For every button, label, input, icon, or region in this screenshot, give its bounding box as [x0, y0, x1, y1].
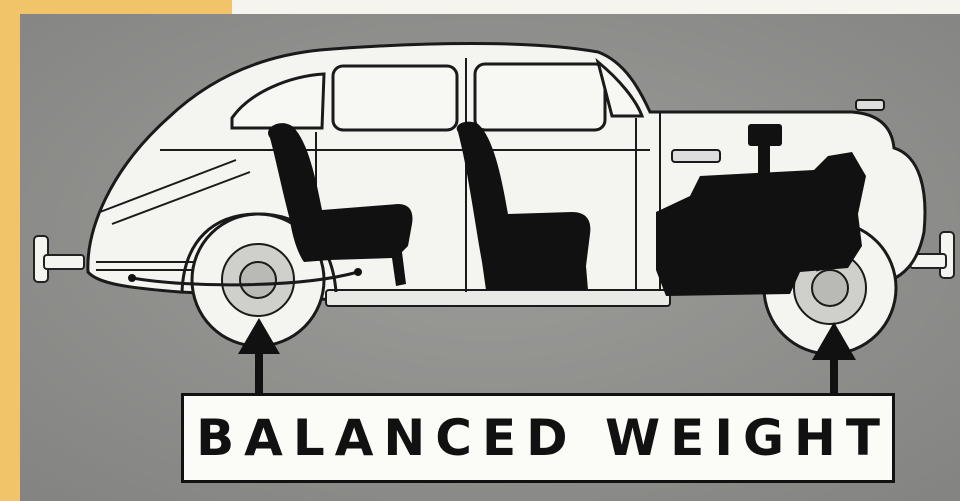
yellow-frame-left	[0, 0, 20, 501]
caption-box: BALANCED WEIGHT	[181, 393, 895, 483]
caption-text: BALANCED WEIGHT	[186, 409, 890, 467]
yellow-frame-top	[0, 0, 232, 14]
running-board	[326, 290, 670, 306]
